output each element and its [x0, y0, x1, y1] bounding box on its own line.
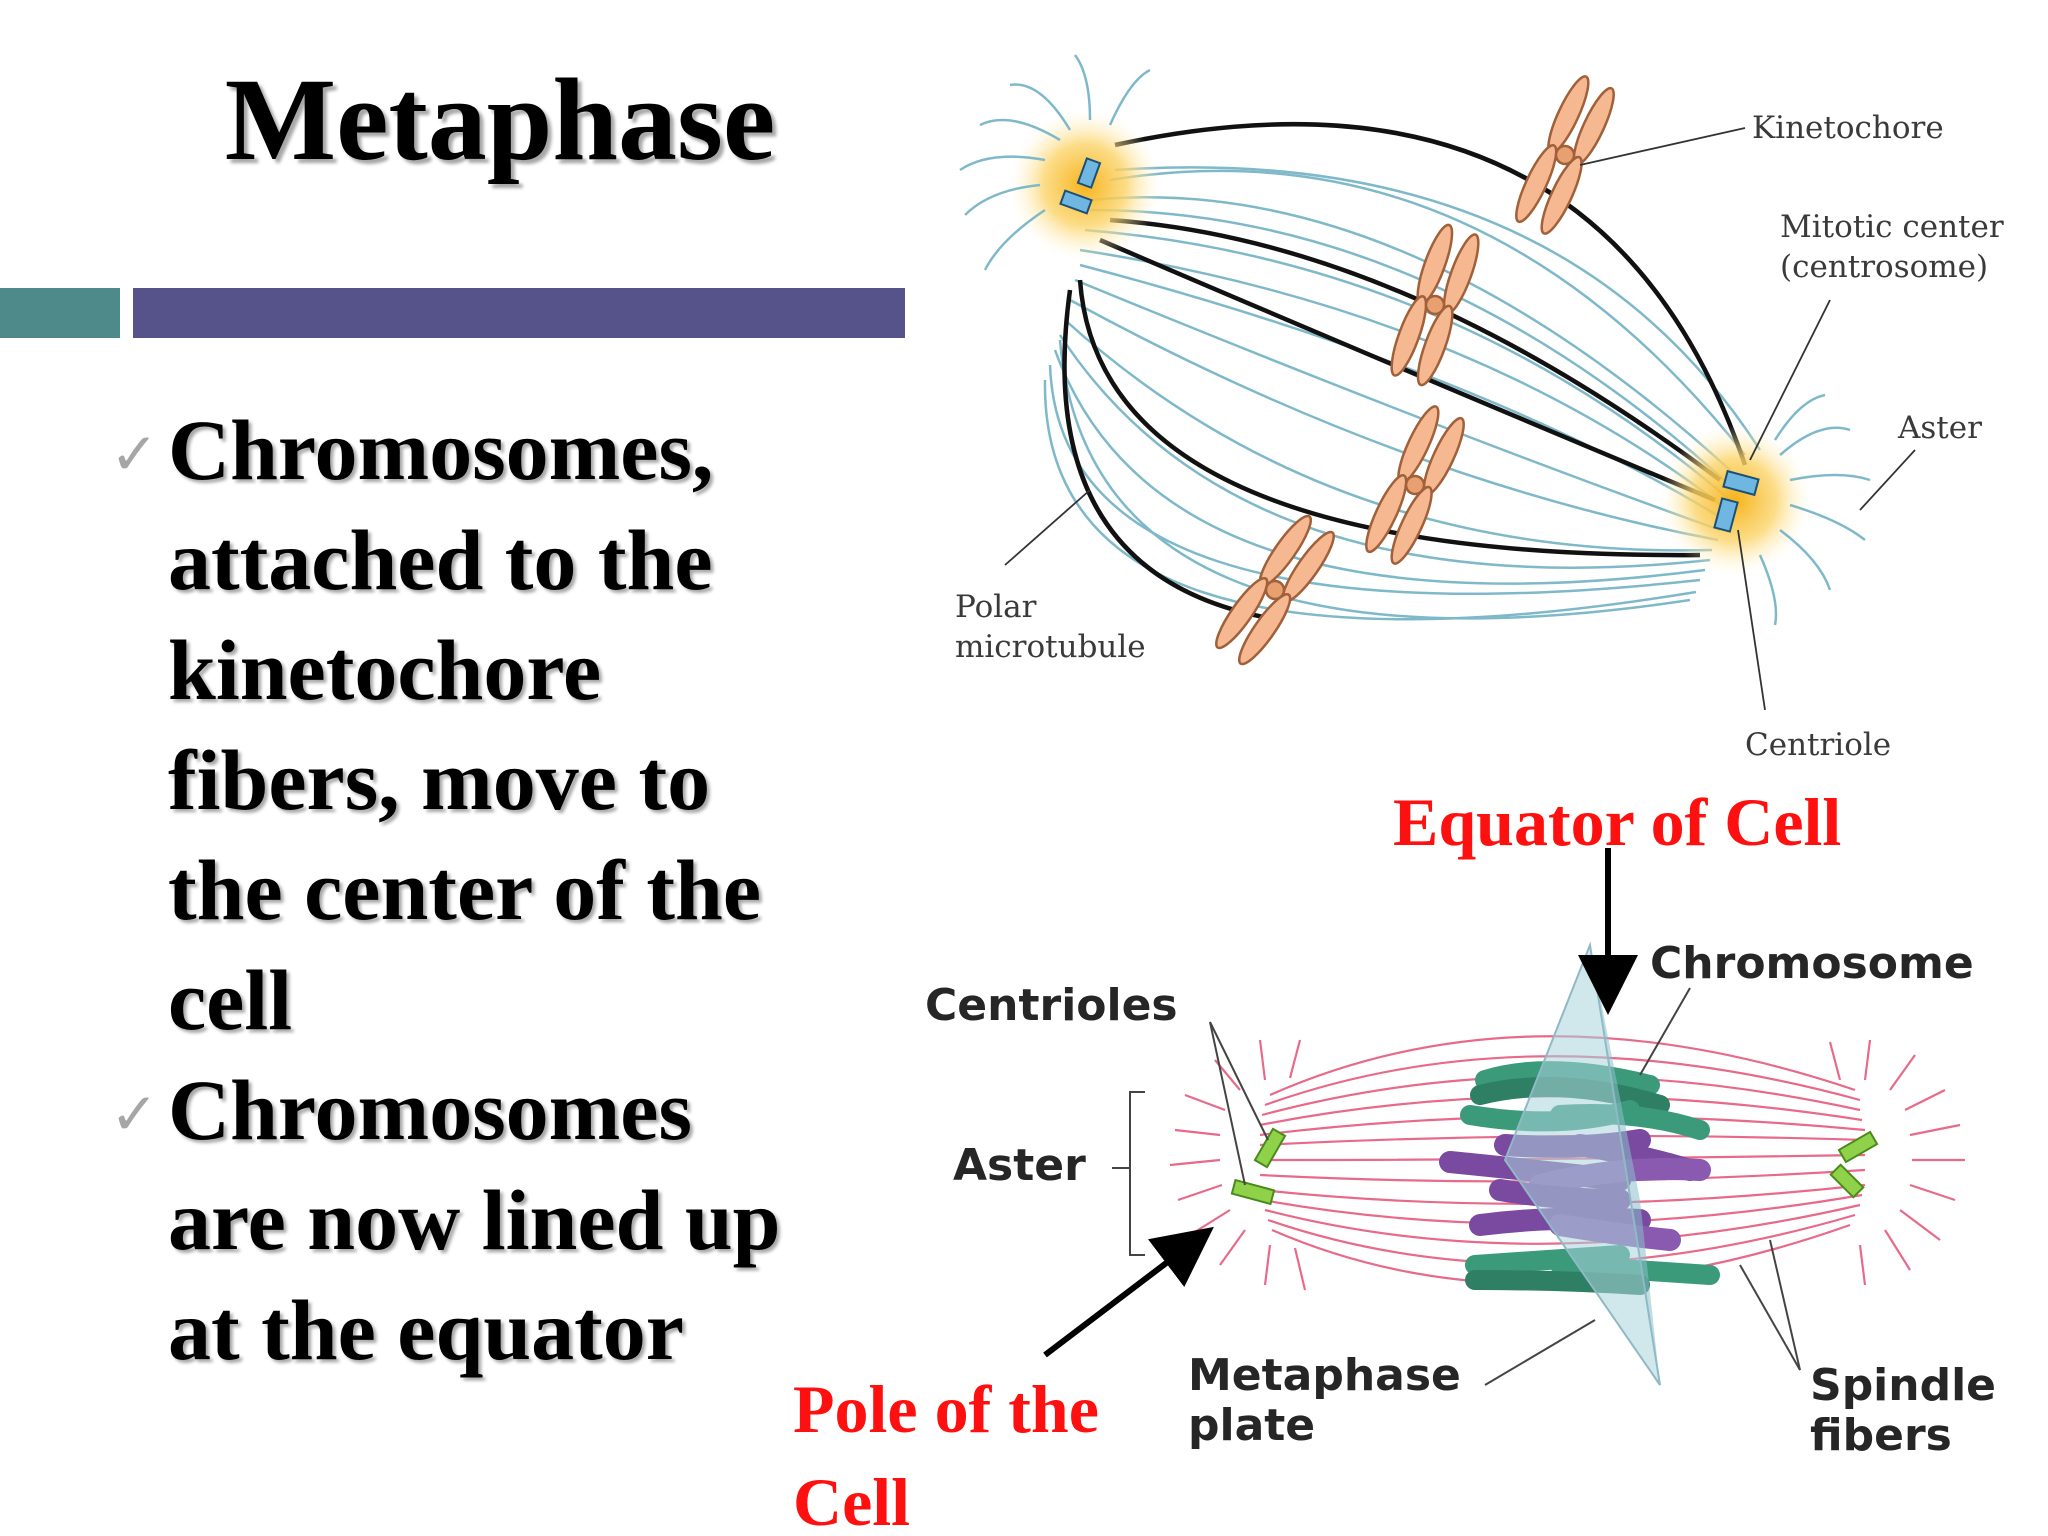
centrioles-left: [1230, 1127, 1287, 1206]
label-polar-line2: microtubule: [955, 629, 1146, 665]
label-aster-top: Aster: [1897, 410, 1982, 446]
bullet-line: cell: [168, 952, 293, 1048]
bullet-line: the center of the: [168, 842, 762, 938]
bottom-leader-lines: [1209, 987, 1801, 1386]
aster-bracket: [1129, 1091, 1145, 1256]
aster-left: [959, 54, 1160, 271]
bullet-line: attached to the: [168, 512, 713, 608]
aster-rays-right: [1828, 1039, 1965, 1286]
bullet-line: fibers, move to: [168, 732, 711, 828]
bullet-item-1: ✓ Chromosomes, attached to the kinetocho…: [110, 395, 890, 1055]
label-spindle-line2: fibers: [1810, 1410, 1952, 1461]
label-kinetochore: Kinetochore: [1752, 110, 1944, 146]
label-equator-of-cell: Equator of Cell: [1393, 784, 1841, 860]
aster-rays-left: [1169, 1039, 1307, 1291]
label-mitotic-center-line2: (centrosome): [1780, 249, 1988, 285]
checkmark-icon: ✓: [110, 420, 159, 488]
label-metaphase-line1: Metaphase: [1188, 1350, 1461, 1401]
centrioles-right: [1829, 1130, 1879, 1199]
label-centrioles: Centrioles: [925, 980, 1178, 1031]
accent-bar-purple: [133, 288, 905, 338]
bullet-list: ✓ Chromosomes, attached to the kinetocho…: [110, 395, 890, 1385]
label-pole-line2: Cell: [793, 1464, 910, 1536]
aster-right: [1660, 393, 1871, 626]
label-centriole: Centriole: [1745, 727, 1891, 763]
top-leader-lines: [1004, 127, 1916, 711]
chromosomes-peach: [1215, 75, 1615, 666]
bullet-line: Chromosomes,: [168, 402, 714, 498]
label-chromosome: Chromosome: [1650, 938, 1974, 989]
bullet-line: are now lined up: [168, 1172, 781, 1268]
label-aster-bottom: Aster: [953, 1140, 1086, 1191]
accent-bar-teal: [0, 288, 120, 338]
slide-title: Metaphase: [224, 54, 776, 185]
bullet-line: kinetochore: [168, 622, 602, 718]
label-pole-line1: Pole of the: [793, 1371, 1099, 1447]
bullet-line: Chromosomes: [168, 1062, 692, 1158]
label-polar-line1: Polar: [955, 589, 1037, 625]
bullet-item-2: ✓ Chromosomes are now lined up at the eq…: [110, 1055, 890, 1385]
polar-microtubules: [1043, 166, 1762, 621]
label-metaphase-line2: plate: [1188, 1400, 1315, 1451]
checkmark-icon: ✓: [110, 1080, 159, 1148]
pole-arrow: [1043, 1226, 1214, 1358]
bullet-line: at the equator: [168, 1282, 684, 1378]
top-spindle-diagram: Kinetochore Mitotic center (centrosome) …: [955, 54, 2004, 763]
label-mitotic-center-line1: Mitotic center: [1780, 209, 2004, 245]
label-spindle-line1: Spindle: [1810, 1360, 1996, 1411]
bottom-spindle-diagram: Equator of Cell Chromosome Centrioles As…: [793, 784, 1996, 1536]
